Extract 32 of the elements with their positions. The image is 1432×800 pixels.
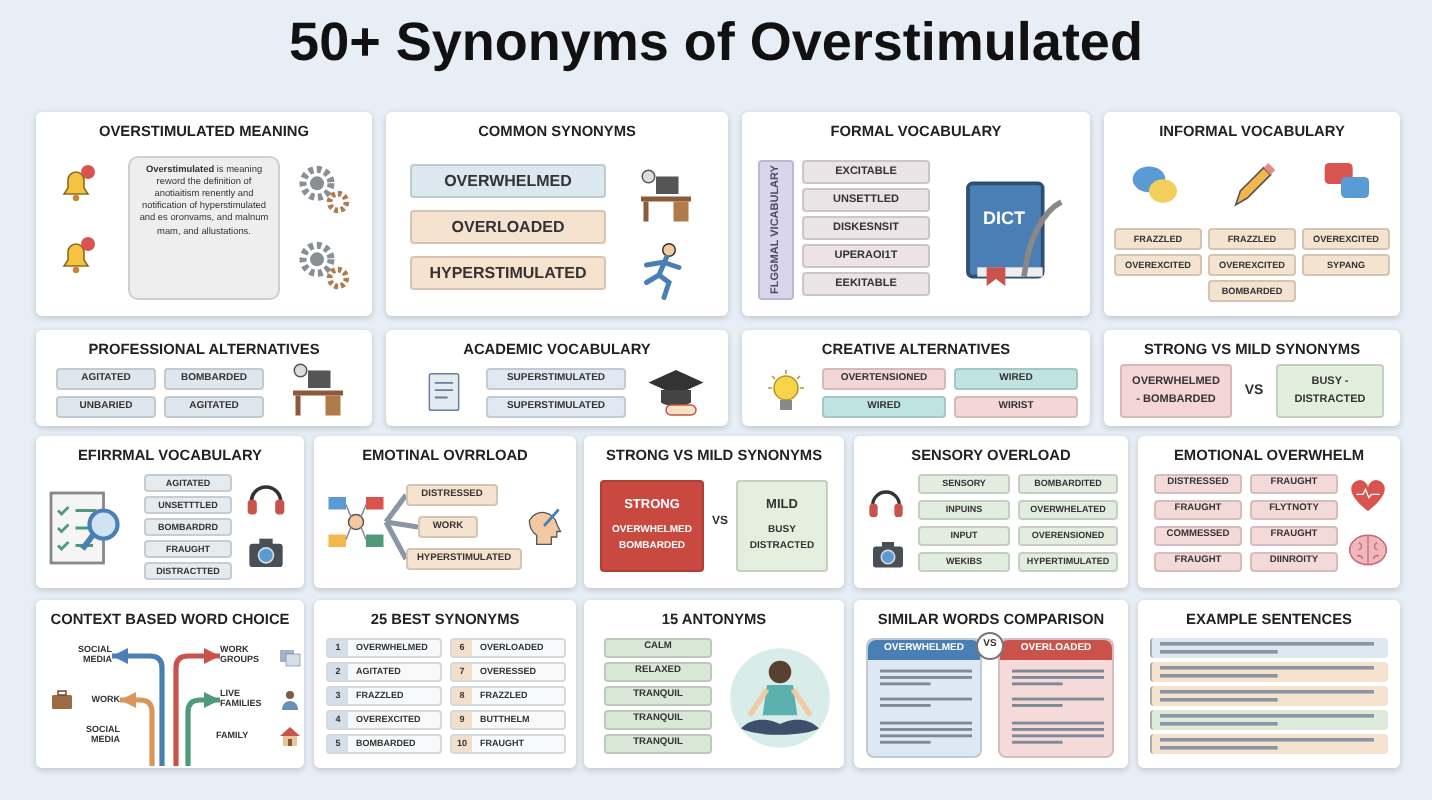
sentence-strip [1150, 686, 1388, 706]
arrow [173, 648, 220, 766]
numbered-synonym-row [450, 710, 566, 730]
numbered-synonym-row [450, 686, 566, 706]
comparison-card [736, 480, 828, 572]
connector-line [383, 493, 409, 524]
numbered-synonym-row [326, 734, 442, 754]
sentence-strip [1150, 734, 1388, 754]
arrow [120, 692, 155, 766]
synonym-tag: OVERWHELMED [410, 164, 606, 198]
sentence-strip [1150, 710, 1388, 730]
arrow [185, 692, 220, 766]
numbered-synonym-row [326, 638, 442, 658]
arrow [112, 648, 165, 766]
synonym-tag: HYPERSTIMULATED [410, 256, 606, 290]
numbered-synonym-row [326, 710, 442, 730]
sentence-strip [1150, 638, 1388, 658]
comparison-column [866, 638, 982, 758]
numbered-synonym-row [450, 662, 566, 682]
numbered-synonym-row [450, 638, 566, 658]
comparison-card [600, 480, 704, 572]
people-network-icon [326, 492, 386, 552]
book-cover-text: DICT [981, 206, 1027, 232]
connector-line [383, 520, 409, 561]
sentence-strip [1150, 662, 1388, 682]
numbered-synonym-row [450, 734, 566, 754]
synonym-tag: OVERLOADED [410, 210, 606, 244]
numbered-synonym-row [326, 686, 442, 706]
comparison-column [998, 638, 1114, 758]
page-title: 50+ Synonyms of Overstimulated [287, 12, 1145, 74]
numbered-synonym-row [326, 662, 442, 682]
connector-line [385, 519, 419, 530]
